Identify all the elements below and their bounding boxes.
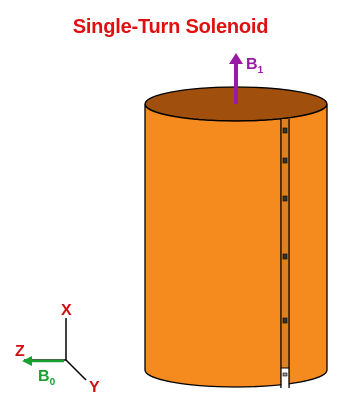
slit-bottom-gap xyxy=(281,368,289,388)
diagram-title: Single-Turn Solenoid xyxy=(72,16,269,38)
cylinder-body xyxy=(144,103,328,388)
x-axis-label: X xyxy=(61,302,72,319)
z-axis-label: Z xyxy=(15,343,25,360)
b1-label: B1 xyxy=(246,56,264,76)
slit-connectors xyxy=(282,127,288,377)
b0-label: B0 xyxy=(38,368,56,388)
b1-arrow xyxy=(229,53,243,104)
b0-arrow-head xyxy=(22,356,32,366)
y-axis-label: Y xyxy=(89,379,100,396)
axis-triad: X Y Z B0 xyxy=(15,302,100,396)
y-axis-line xyxy=(65,359,87,381)
cylinder-top-rim xyxy=(144,103,328,122)
solenoid-slit xyxy=(280,118,290,388)
